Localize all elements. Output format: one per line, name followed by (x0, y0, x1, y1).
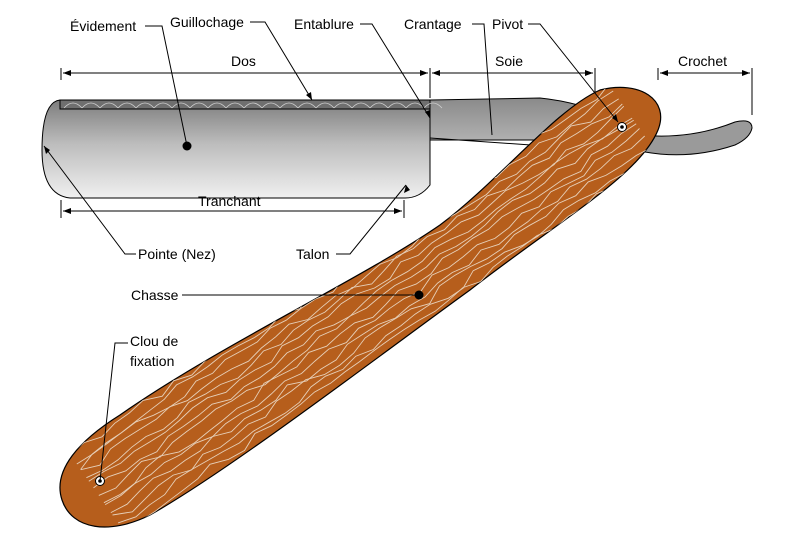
wood-grain-line (124, 154, 658, 527)
wood-grain-line (93, 117, 633, 489)
label-talon: Talon (296, 246, 329, 262)
label-guillochage: Guillochage (170, 14, 244, 30)
wood-grain-line (112, 146, 653, 516)
guilloche-scallop (171, 102, 191, 109)
label-soie: Soie (495, 53, 523, 69)
wood-grain-line (103, 123, 637, 504)
label-pointe: Pointe (Nez) (138, 246, 216, 262)
wood-grain-line (110, 135, 646, 514)
arrow-entablure (425, 110, 430, 118)
guilloche-scallop (261, 102, 281, 109)
arrow-guillochage (306, 92, 312, 100)
handle (59, 86, 662, 528)
guilloche-scallop (369, 102, 389, 109)
label-evidement: Évidement (70, 18, 136, 34)
guilloche-scallop (81, 102, 101, 109)
crantage-line (429, 137, 546, 147)
guilloche-scallop (423, 102, 443, 109)
guilloche-scallop (135, 102, 155, 109)
label-clou-line2: fixation (130, 353, 174, 369)
blade (41, 99, 431, 199)
wood-grain-line (104, 128, 640, 505)
arrow-pointe (44, 146, 50, 154)
guilloche-scallop (297, 102, 317, 109)
arrow-pivot (612, 114, 618, 122)
leader-talon (336, 184, 407, 255)
guilloche-scallop (315, 102, 335, 109)
wood-grain-line (117, 147, 654, 524)
wood-grain-line (80, 98, 619, 471)
guilloche-scallop (225, 102, 245, 109)
guilloche-scallop (333, 102, 353, 109)
guilloche-scallop (189, 102, 209, 109)
guilloche-scallop (351, 102, 371, 109)
label-entablure: Entablure (294, 16, 354, 32)
leader-guillochage (250, 21, 313, 101)
dimension-dos (60, 68, 431, 98)
guilloche-scallop (279, 102, 299, 109)
label-clou-line1: Clou de (130, 333, 178, 349)
leader-pointe (43, 145, 136, 255)
wood-grain-line (98, 119, 634, 496)
label-tranchant: Tranchant (198, 193, 261, 209)
label-chasse: Chasse (131, 287, 179, 303)
wood-grain-line (86, 103, 623, 479)
guilloche-scallop (117, 102, 137, 109)
label-dos: Dos (231, 53, 256, 69)
label-crochet: Crochet (678, 53, 727, 69)
dimension-soie (432, 68, 596, 92)
leader-entablure (360, 23, 431, 119)
guilloche-scallop (153, 102, 173, 109)
guilloche-scallop (99, 102, 119, 109)
blade-spine (59, 99, 431, 110)
leader-clou (99, 342, 128, 482)
label-pivot: Pivot (492, 16, 523, 32)
dimension-crochet (657, 68, 753, 115)
guilloche-scallop (243, 102, 263, 109)
guillochage-pattern (63, 102, 443, 109)
leader-evidement (145, 25, 188, 147)
leader-crantage (472, 23, 493, 136)
leader-pivot (528, 23, 619, 123)
guilloche-scallop (207, 102, 227, 109)
arrow-talon (404, 185, 410, 193)
guilloche-scallop (63, 102, 83, 109)
label-crantage: Crantage (404, 16, 462, 32)
guilloche-scallop (387, 102, 407, 109)
dimension-tranchant (60, 200, 405, 218)
wood-grain-line (88, 105, 625, 482)
crochet-tail (639, 120, 753, 156)
pivot-pin (617, 122, 627, 132)
